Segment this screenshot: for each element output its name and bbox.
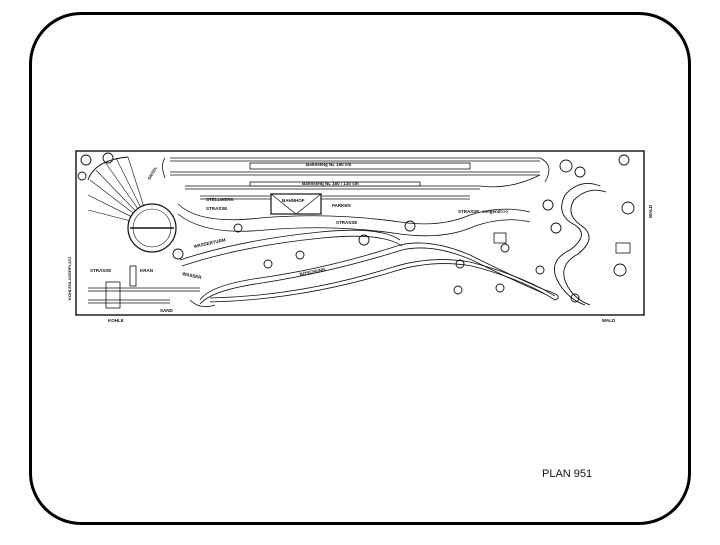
label-parken: PARKEN bbox=[332, 203, 351, 208]
yard-tracks bbox=[88, 287, 200, 304]
road-upper bbox=[177, 203, 531, 225]
label-kran: KRAN bbox=[140, 268, 153, 273]
label-strasse-4: STRASSE bbox=[90, 268, 111, 273]
label-wasserturm: WASSERTURM bbox=[193, 237, 226, 249]
label-bahnhof: BAHNHOF bbox=[282, 198, 305, 203]
label-strasse-1: STRASSE bbox=[206, 206, 227, 211]
label-sand: SAND bbox=[160, 308, 174, 313]
road-lower bbox=[177, 213, 531, 237]
crane bbox=[129, 265, 137, 287]
label-strasse-2: STRASSE bbox=[336, 220, 357, 225]
water-tower bbox=[172, 248, 184, 260]
label-diesel: DIESEL bbox=[147, 165, 159, 180]
label-strasse-3: STRASSE bbox=[458, 209, 479, 214]
layout-board bbox=[75, 150, 645, 316]
plan-number: PLAN 951 bbox=[542, 468, 593, 480]
label-wald-1: WALD bbox=[648, 204, 653, 218]
platform-2 bbox=[249, 181, 421, 187]
label-kohle: KOHLE bbox=[108, 318, 124, 323]
river-right-bank bbox=[563, 189, 607, 306]
label-stellwerk: STELLWERK bbox=[206, 197, 234, 202]
river-left-bank bbox=[553, 183, 601, 306]
house-1 bbox=[493, 232, 507, 244]
trees bbox=[77, 152, 635, 303]
house-2 bbox=[615, 242, 631, 254]
plan-frame bbox=[29, 12, 691, 525]
label-kohlelager: KOHLENLAGERPLATZ bbox=[67, 256, 72, 300]
label-wald-2: WALD bbox=[602, 318, 616, 323]
label-bahnsteig-2: Bahnsteig NL 160 / 130 cm bbox=[302, 181, 359, 186]
label-steigend: steigend>>> bbox=[482, 209, 509, 214]
label-boeschung: BÖSCHUNG bbox=[299, 266, 326, 277]
coal-stage bbox=[105, 281, 121, 309]
station-building bbox=[270, 193, 322, 215]
platform-1 bbox=[249, 162, 471, 170]
label-bahnsteig-1: Bahnsteig NL 190 cm bbox=[306, 162, 351, 167]
lower-tracks bbox=[179, 229, 559, 308]
label-wasser: WASSER bbox=[182, 271, 203, 280]
